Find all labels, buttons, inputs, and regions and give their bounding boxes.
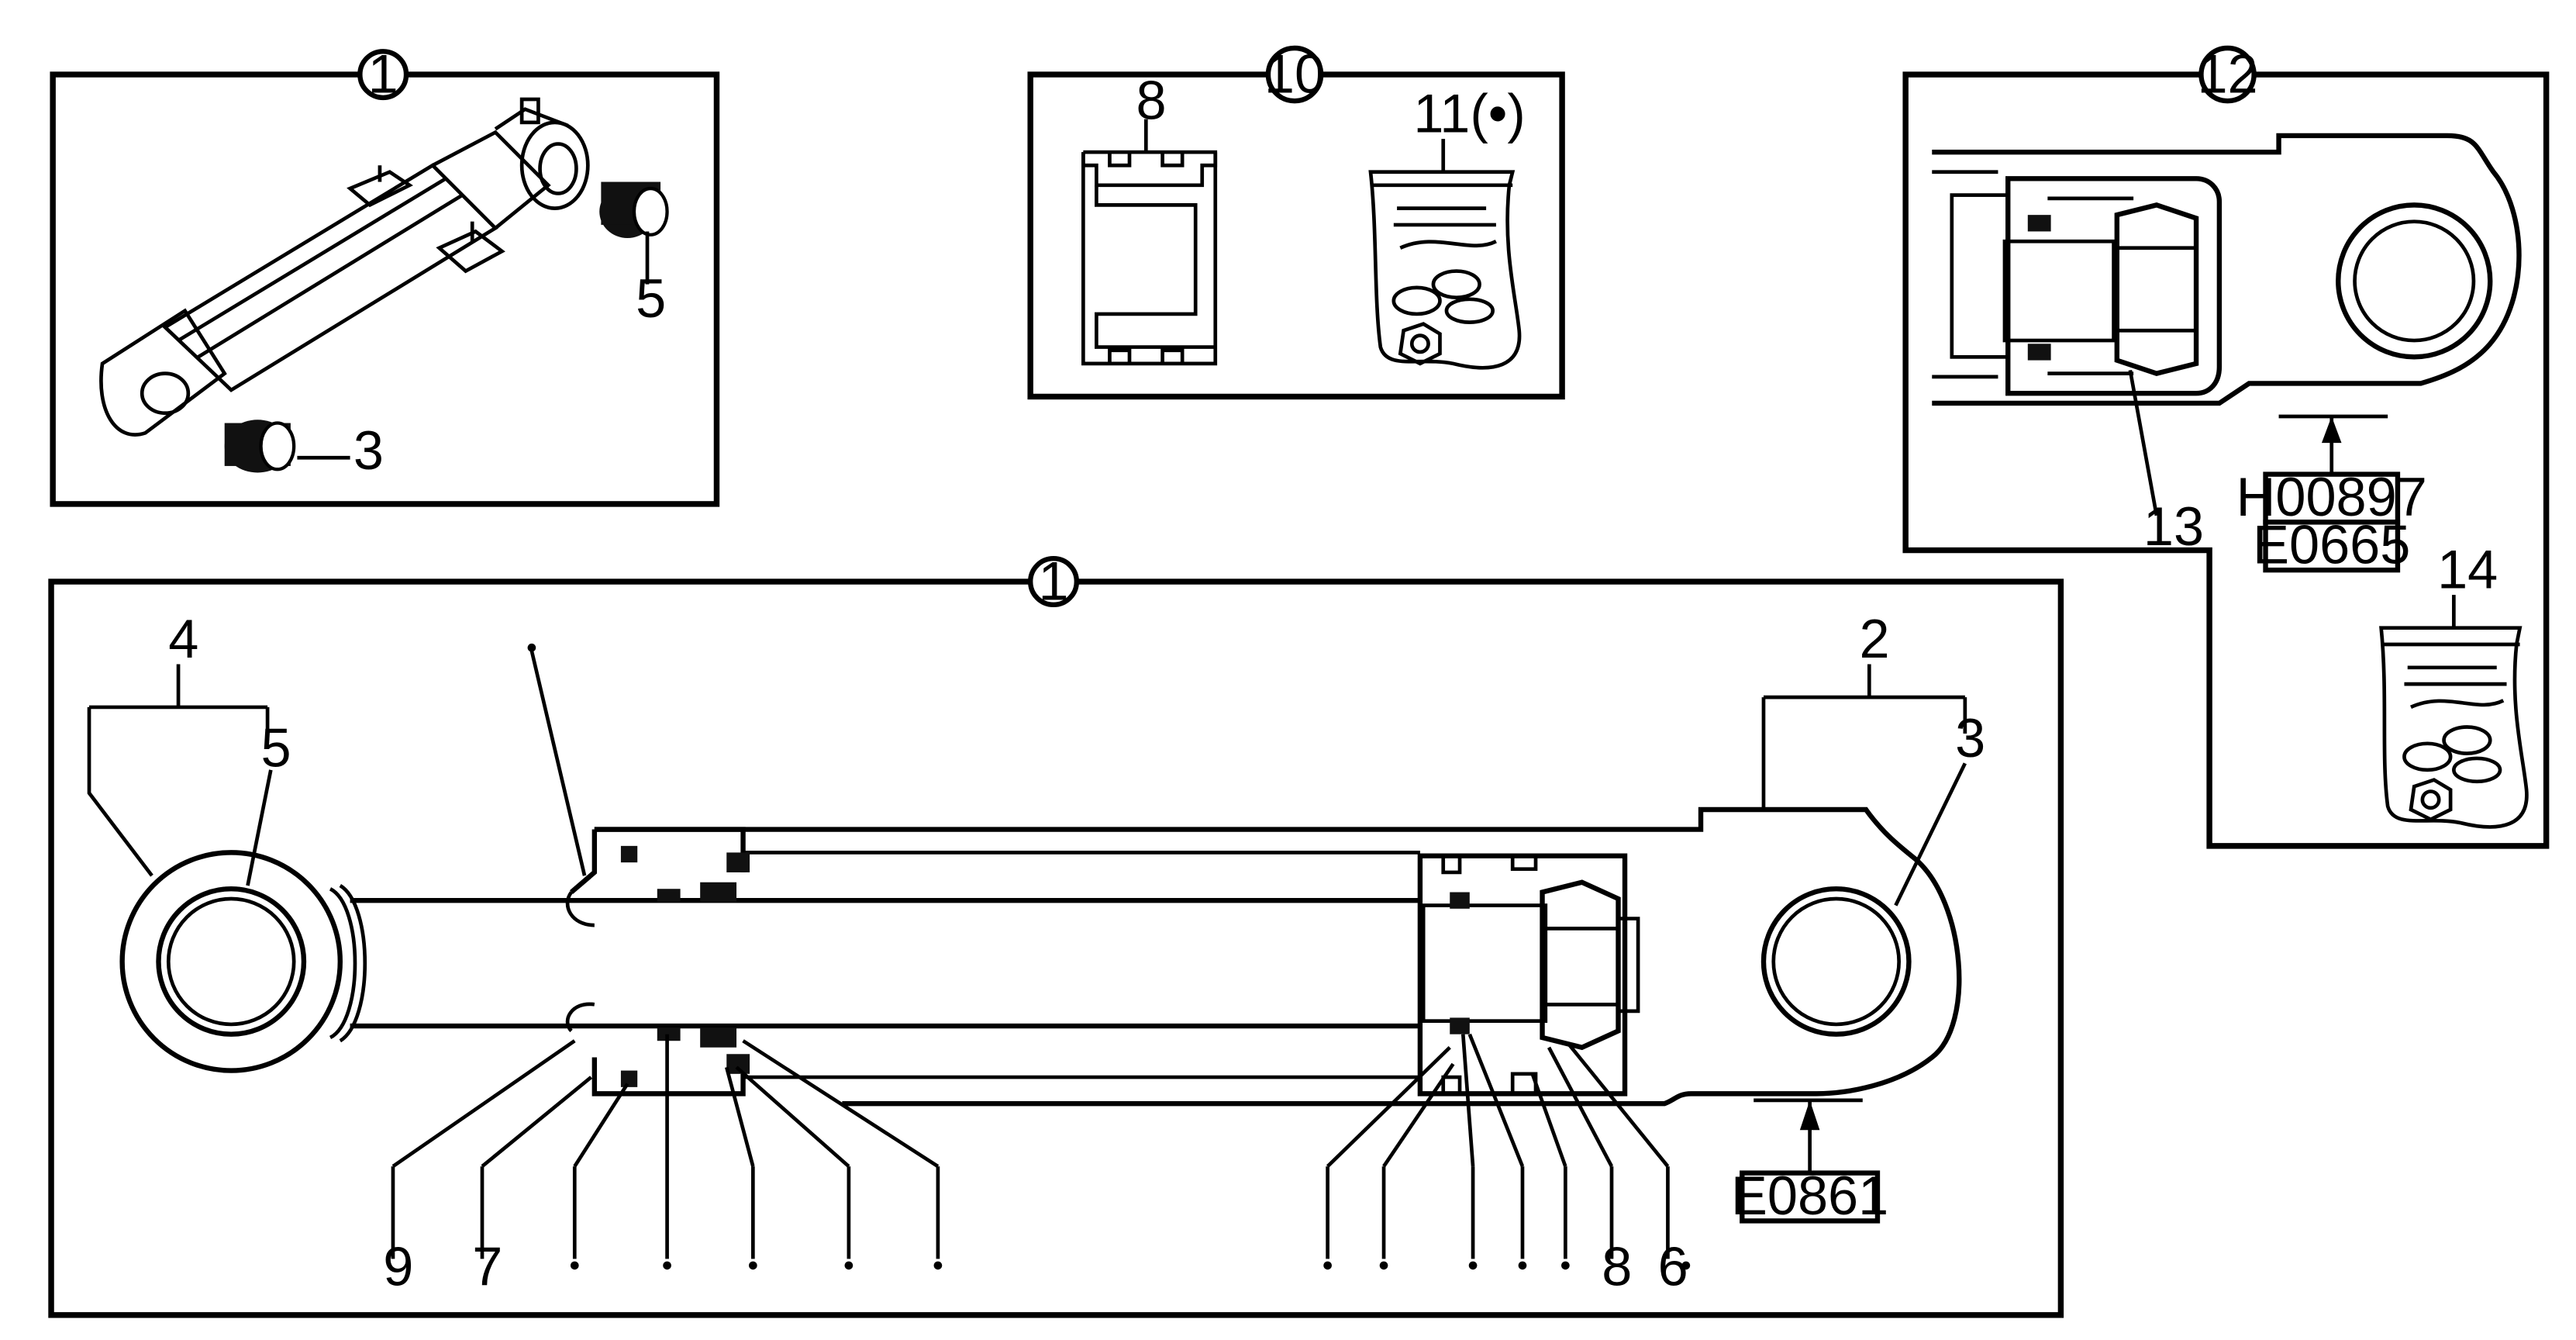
- cylinder-section-illustration: [119, 806, 1962, 1107]
- callout-bubble-12: 12: [2197, 43, 2257, 105]
- part-label-bushing-3: 3: [353, 420, 384, 481]
- ref-arrow-e0861: [1754, 1098, 1863, 1173]
- part-label-seal-kit-11: 11(•): [1413, 83, 1525, 144]
- svg-text:1: 1: [1038, 550, 1068, 611]
- ref-box-h00897: H00897: [2236, 466, 2427, 527]
- seal-kit-markers: [527, 643, 1691, 1270]
- part-label-gland-7: 7: [472, 1235, 502, 1297]
- callout-bubble-1-main: 1: [1028, 550, 1080, 611]
- svg-text:12: 12: [2197, 43, 2257, 105]
- piston-seal-ring-illustration: [1081, 119, 1218, 366]
- part-label-bushing-5: 5: [636, 268, 666, 329]
- svg-text:1: 1: [368, 43, 398, 105]
- svg-text:10: 10: [1264, 43, 1325, 105]
- part-label-cylinder-tube-2: 2: [1860, 608, 1890, 669]
- part-label-piston-8: 8: [1602, 1235, 1632, 1297]
- part-label-nut-6: 6: [1658, 1235, 1688, 1297]
- part-label-bushing-5-main: 5: [261, 717, 291, 779]
- part-label-bushing-3-main: 3: [1955, 707, 1985, 768]
- part-label-piston-ring-8: 8: [1136, 70, 1167, 131]
- ref-arrow-h00897: [2278, 414, 2388, 473]
- seal-kit-bag-14-illustration: [2379, 595, 2529, 829]
- part-label-seal-kit-14: 14: [2437, 539, 2498, 600]
- svg-text:H00897: H00897: [2236, 466, 2427, 527]
- part-label-wiper-9: 9: [383, 1235, 413, 1297]
- seal-kit-bag-illustration: [1368, 139, 1522, 370]
- part-label-nut-13: 13: [2143, 496, 2204, 557]
- piston-detail-illustration: [1932, 133, 2522, 516]
- part-label-rod-eye-4: 4: [168, 608, 198, 669]
- svg-text:E0861: E0861: [1731, 1165, 1888, 1226]
- leader-lines: [87, 650, 1967, 1259]
- svg-text:E0665: E0665: [2253, 514, 2410, 575]
- panel-frame-piston-detail: [1902, 71, 2550, 849]
- ref-box-e0665: E0665: [2253, 514, 2410, 575]
- panel-frame-cylinder-overview: [50, 71, 720, 507]
- ref-box-e0861: E0861: [1731, 1165, 1888, 1226]
- cylinder-overview-illustration: [99, 97, 669, 473]
- callout-bubble-10: 10: [1264, 43, 1325, 105]
- callout-bubble-1-top: 1: [357, 43, 409, 105]
